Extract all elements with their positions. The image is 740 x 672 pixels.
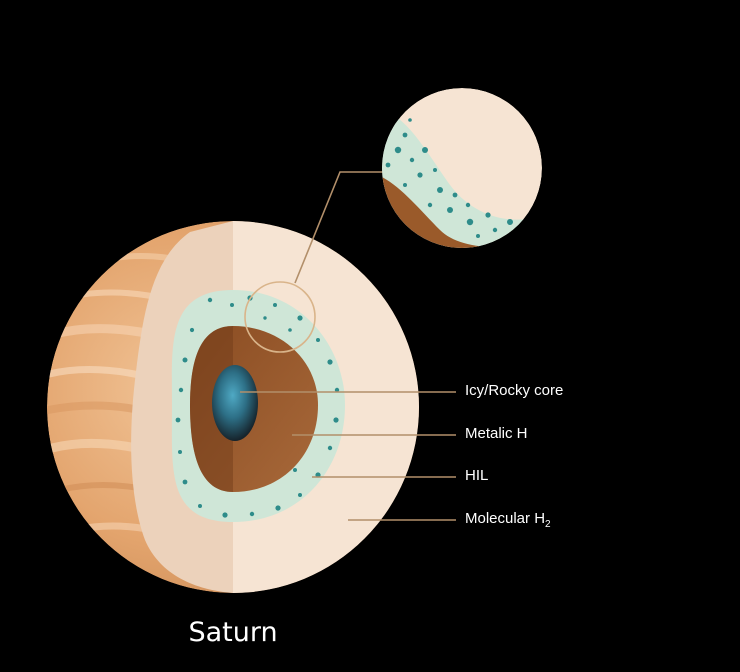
planet-title: Saturn [188,617,278,648]
label-leaders [240,391,456,521]
label-molecular-base: Molecular H [465,510,546,527]
metallic-layer-shade [190,326,233,492]
label-core: Icy/Rocky core [465,382,564,399]
hil-dots [175,295,340,518]
inset-leader-line [294,171,385,284]
label-hil: HIL [465,467,489,484]
inset-zoom [382,88,542,248]
label-molecular-subscript: 2 [545,519,551,530]
label-molecular: Molecular H2 [465,510,551,530]
magnifier-circle [244,281,316,353]
label-metallic: Metalic H [465,425,528,442]
icy-rocky-core [212,365,258,441]
